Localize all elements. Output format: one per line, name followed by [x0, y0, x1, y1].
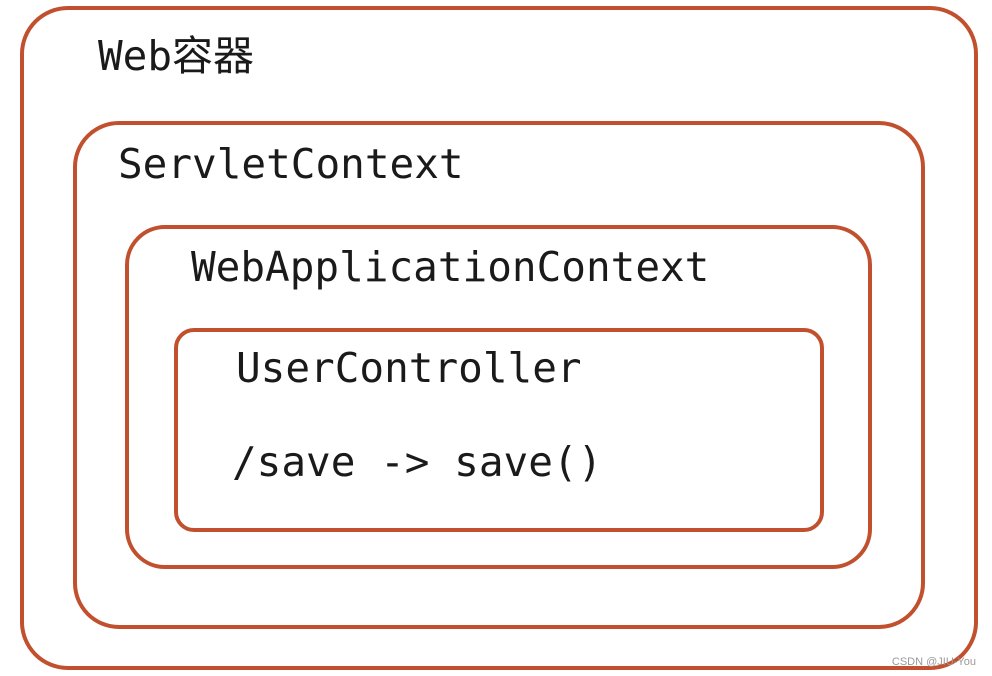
- web-container-box: [20, 6, 978, 670]
- servlet-context-box: [73, 121, 925, 629]
- user-controller-box: [174, 328, 824, 532]
- web-container-label: Web容器: [98, 32, 255, 80]
- csdn-watermark: CSDN @JIU-You: [891, 656, 976, 668]
- web-application-context-label: WebApplicationContext: [191, 243, 710, 291]
- servlet-context-label: ServletContext: [118, 140, 464, 188]
- save-mapping-label: /save -> save(): [232, 438, 603, 486]
- web-application-context-box: [125, 225, 872, 569]
- user-controller-label: UserController: [236, 344, 582, 392]
